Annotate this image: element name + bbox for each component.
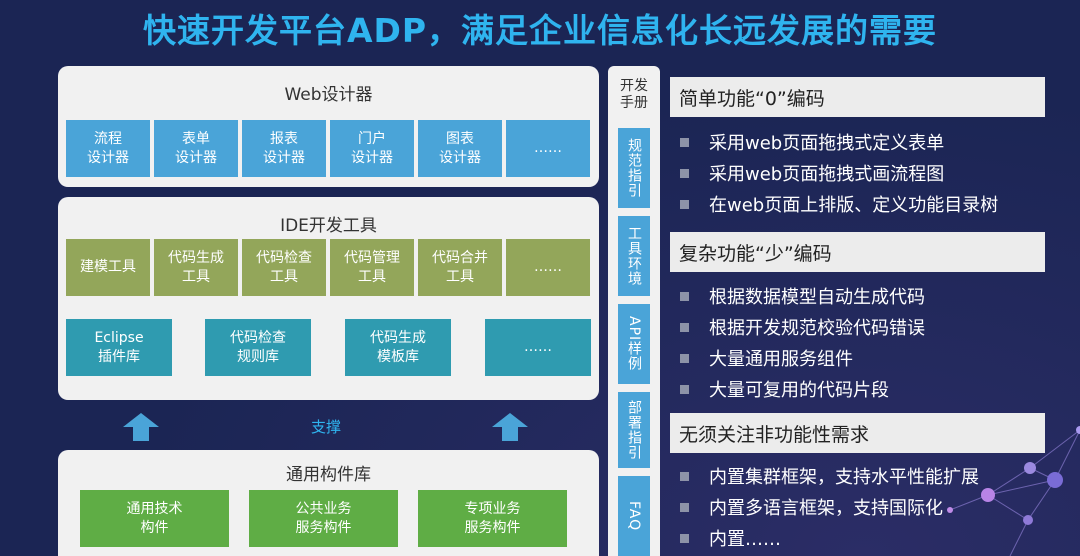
code-check-tool-box: 代码检查 工具 xyxy=(242,239,326,296)
process-designer-box: 流程 设计器 xyxy=(66,120,150,177)
dev-manual-title: 开发 手册 xyxy=(620,78,648,111)
bullet-text: 大量通用服务组件 xyxy=(709,349,853,370)
bullet-square-icon xyxy=(680,168,689,178)
bullet-item: 在web页面上排版、定义功能目录树 xyxy=(680,191,998,217)
page-title: 快速开发平台ADP，满足企业信息化长远发展的需要 xyxy=(142,11,938,50)
bullet-text: 内置多语言框架，支持国际化 xyxy=(709,498,943,519)
dev-manual-column: 开发 手册 规范指引 工具环境 API样例 部署指引 FAQ xyxy=(608,66,660,556)
faq-item: FAQ xyxy=(618,476,650,556)
code-merge-tool-box: 代码合并 工具 xyxy=(418,239,502,296)
ide-title: IDE开发工具 xyxy=(280,216,377,236)
bullet-item: 根据数据模型自动生成代码 xyxy=(680,283,925,309)
components-title: 通用构件库 xyxy=(286,465,371,485)
bullet-square-icon xyxy=(680,322,689,332)
more-lib-box: …… xyxy=(485,319,591,376)
general-tech-component-box: 通用技术 构件 xyxy=(80,490,229,547)
bullet-text: 采用web页面拖拽式画流程图 xyxy=(709,164,945,185)
components-panel: 通用构件库 通用技术 构件 公共业务 服务构件 专项业务 服务构件 xyxy=(58,450,599,556)
bullet-item: 内置多语言框架，支持国际化 xyxy=(680,494,943,520)
support-label: 支撑 xyxy=(310,418,341,436)
special-business-component-box: 专项业务 服务构件 xyxy=(418,490,567,547)
section-head-nonfunctional: 无须关注非功能性需求 xyxy=(670,413,1045,453)
bullet-square-icon xyxy=(680,199,689,209)
report-designer-box: 报表 设计器 xyxy=(242,120,326,177)
bullet-square-icon xyxy=(680,137,689,147)
bullet-text: 内置集群框架，支持水平性能扩展 xyxy=(709,467,979,488)
bullet-item: 内置…… xyxy=(680,525,781,551)
ide-panel: IDE开发工具 建模工具 代码生成 工具 代码检查 工具 代码管理 工具 代码合… xyxy=(58,197,599,400)
bullet-item: 采用web页面拖拽式画流程图 xyxy=(680,160,944,186)
api-sample-item: API样例 xyxy=(618,304,650,384)
bullet-square-icon xyxy=(680,353,689,363)
up-arrow-right-icon xyxy=(492,413,528,441)
guideline-item: 规范指引 xyxy=(618,128,650,208)
eclipse-plugin-lib-box: Eclipse 插件库 xyxy=(66,319,172,376)
bullet-item: 根据开发规范校验代码错误 xyxy=(680,314,925,340)
bullet-text: 在web页面上排版、定义功能目录树 xyxy=(709,195,999,216)
bullet-square-icon xyxy=(680,533,689,543)
bullet-text: 内置…… xyxy=(709,529,781,550)
code-gen-template-lib-box: 代码生成 模板库 xyxy=(345,319,451,376)
public-business-component-box: 公共业务 服务构件 xyxy=(249,490,398,547)
bullet-item: 大量可复用的代码片段 xyxy=(680,376,889,402)
bullet-square-icon xyxy=(680,502,689,512)
code-check-rule-lib-box: 代码检查 规则库 xyxy=(205,319,311,376)
code-manage-tool-box: 代码管理 工具 xyxy=(330,239,414,296)
up-arrow-left-icon xyxy=(123,413,159,441)
bullet-square-icon xyxy=(680,384,689,394)
bullet-text: 采用web页面拖拽式定义表单 xyxy=(709,133,945,154)
bullet-text: 根据数据模型自动生成代码 xyxy=(709,287,925,308)
more-tool-box: …… xyxy=(506,239,590,296)
section-head-simple: 简单功能“0”编码 xyxy=(670,77,1045,117)
web-designer-title: Web设计器 xyxy=(284,85,373,105)
bullet-square-icon xyxy=(680,471,689,481)
deploy-guide-item: 部署指引 xyxy=(618,392,650,468)
modeling-tool-box: 建模工具 xyxy=(66,239,150,296)
more-designer-box: …… xyxy=(506,120,590,177)
portal-designer-box: 门户 设计器 xyxy=(330,120,414,177)
bullet-square-icon xyxy=(680,291,689,301)
form-designer-box: 表单 设计器 xyxy=(154,120,238,177)
bullet-text: 大量可复用的代码片段 xyxy=(709,380,889,401)
bullet-item: 大量通用服务组件 xyxy=(680,345,853,371)
network-decoration-icon xyxy=(947,426,1080,556)
bullet-item: 采用web页面拖拽式定义表单 xyxy=(680,129,944,155)
web-designer-panel: Web设计器 流程 设计器 表单 设计器 报表 设计器 门户 设计器 图表 设计… xyxy=(58,66,599,187)
code-gen-tool-box: 代码生成 工具 xyxy=(154,239,238,296)
bullet-item: 内置集群框架，支持水平性能扩展 xyxy=(680,463,979,489)
tool-env-item: 工具环境 xyxy=(618,216,650,296)
chart-designer-box: 图表 设计器 xyxy=(418,120,502,177)
section-head-complex: 复杂功能“少”编码 xyxy=(670,232,1045,272)
bullet-text: 根据开发规范校验代码错误 xyxy=(709,318,925,339)
